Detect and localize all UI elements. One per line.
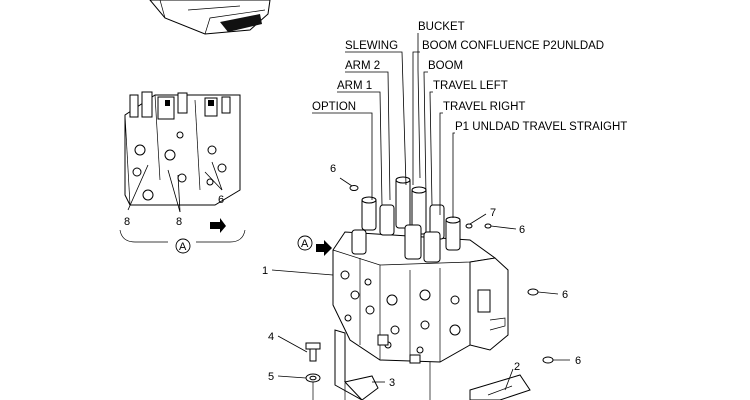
callout-4: 4: [268, 331, 274, 343]
detail-view-a: [119, 91, 246, 243]
label-travel-right: TRAVEL RIGHT: [443, 101, 525, 113]
callout-5: 5: [268, 371, 274, 383]
callout-6-detail: 6: [218, 194, 224, 206]
callout-6-right-middle: 6: [562, 289, 568, 301]
label-boom: BOOM: [428, 60, 463, 72]
view-a-detail-letter: A: [179, 241, 187, 253]
label-travel-left: TRAVEL LEFT: [433, 80, 508, 92]
callout-6-top: 6: [330, 163, 336, 175]
callout-7: 7: [490, 207, 496, 219]
callout-2: 2: [514, 361, 520, 373]
callout-8-detail-right: 8: [176, 216, 182, 228]
view-a-main-marker: [297, 235, 313, 251]
label-p1-unldad: P1 UNLDAD TRAVEL STRAIGHT: [455, 121, 627, 133]
label-arm2: ARM 2: [345, 60, 380, 72]
view-a-main-letter: A: [301, 238, 309, 250]
callout-8-detail-left: 8: [124, 216, 130, 228]
label-boom-confluence: BOOM CONFLUENCE P2UNLDAD: [422, 40, 604, 52]
main-control-valve: [271, 33, 570, 400]
callout-1: 1: [262, 265, 268, 277]
callout-6-right-upper: 6: [519, 224, 525, 236]
label-bucket: BUCKET: [418, 21, 465, 33]
callout-3: 3: [389, 377, 395, 389]
label-option: OPTION: [312, 101, 356, 113]
top-left-component: [149, 0, 271, 35]
view-a-detail-marker: [175, 238, 191, 254]
callout-6-right-lower: 6: [575, 355, 581, 367]
label-slewing: SLEWING: [345, 40, 398, 52]
label-arm1: ARM 1: [337, 80, 372, 92]
